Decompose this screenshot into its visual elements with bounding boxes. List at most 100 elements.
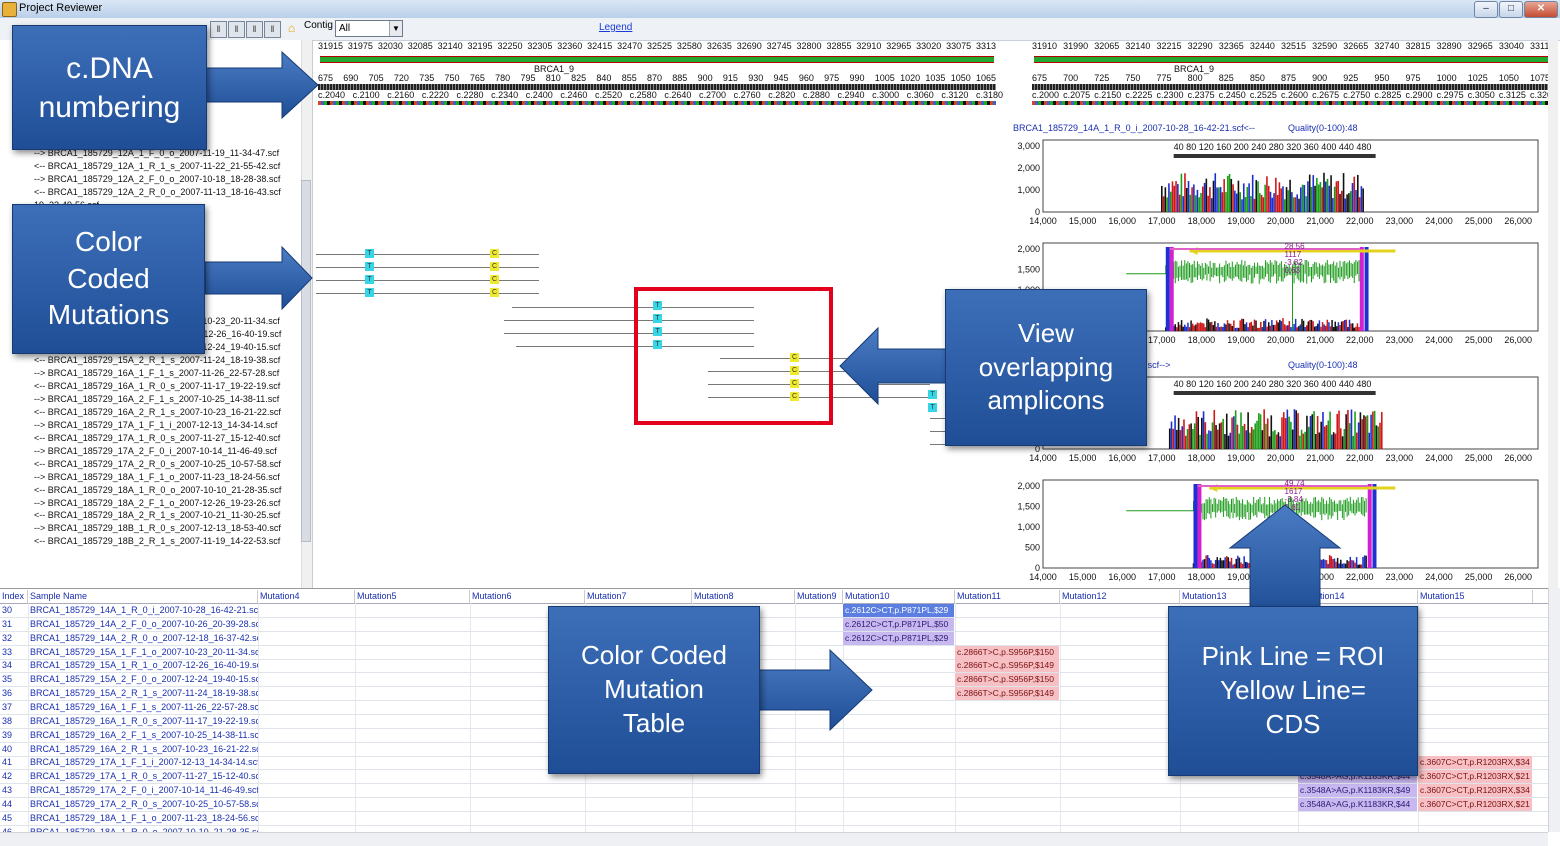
mutation-marker[interactable]: T bbox=[928, 390, 937, 399]
contig-select[interactable]: All ▼ bbox=[335, 20, 403, 37]
folder-icon[interactable]: ⌂ bbox=[287, 21, 296, 35]
column-header-mutation[interactable]: Mutation5 bbox=[355, 590, 470, 603]
column-header-mutation[interactable]: Mutation10 bbox=[843, 590, 955, 603]
mutation-cell[interactable]: c.2866T>C,p.S956P,$150 bbox=[955, 673, 1059, 687]
row-index[interactable]: 37 bbox=[2, 701, 13, 712]
mutation-marker[interactable]: T bbox=[928, 403, 937, 412]
row-sample-name[interactable]: BRCA1_185729_14A_1_R_0_i_2007-10-28_16-4… bbox=[30, 605, 258, 615]
mutation-marker[interactable]: C bbox=[790, 366, 799, 375]
file-list-item[interactable]: --> BRCA1_185729_17A_1_F_1_i_2007-12-13_… bbox=[34, 419, 278, 430]
column-header-sample[interactable]: Sample Name bbox=[28, 590, 258, 603]
mutation-cell[interactable]: c.3607C>CT,p.R1203RX,$34 bbox=[1418, 784, 1532, 798]
mutation-marker[interactable]: C bbox=[790, 353, 799, 362]
scrollbar-thumb[interactable] bbox=[301, 180, 311, 542]
file-list-scrollbar[interactable] bbox=[301, 40, 312, 588]
column-header-mutation[interactable]: Mutation12 bbox=[1060, 590, 1180, 603]
row-index[interactable]: 40 bbox=[2, 743, 13, 754]
file-list-item[interactable]: <-- BRCA1_185729_17A_2_R_0_s_2007-10-25_… bbox=[34, 458, 281, 469]
mutation-marker[interactable]: T bbox=[365, 262, 374, 271]
amplicon-line[interactable] bbox=[316, 267, 539, 268]
mutation-cell[interactable]: c.2866T>C,p.S956P,$149 bbox=[955, 687, 1059, 701]
row-sample-name[interactable]: BRCA1_185729_18A_1_R_0_o_2007-10-10_21-2… bbox=[28, 826, 258, 839]
row-index[interactable]: 45 bbox=[2, 812, 13, 823]
row-sample-name[interactable]: BRCA1_185729_17A_1_F_1_i_2007-12-13_14-3… bbox=[30, 757, 258, 768]
mutation-marker[interactable]: T bbox=[653, 327, 662, 336]
file-list-item[interactable]: <-- BRCA1_185729_18A_2_R_1_s_2007-10-21_… bbox=[34, 510, 281, 521]
row-index[interactable]: 34 bbox=[2, 660, 13, 671]
mutation-cell[interactable]: c.3607C>CT,p.R1203RX,$21 bbox=[1418, 770, 1532, 784]
amplicon-line[interactable] bbox=[504, 320, 754, 321]
tool-button-2[interactable]: ‖ bbox=[228, 21, 245, 38]
mutation-cell[interactable]: c.3607C>CT,p.R1203RX,$34 bbox=[1418, 756, 1532, 770]
file-list-item[interactable]: --> BRCA1_185729_16A_1_F_1_s_2007-11-26_… bbox=[34, 368, 280, 378]
mutation-marker[interactable]: T bbox=[653, 314, 662, 323]
row-sample-name[interactable]: BRCA1_185729_16A_1_R_0_s_2007-11-17_19-2… bbox=[30, 715, 258, 726]
amplicon-line[interactable] bbox=[708, 371, 930, 372]
mutation-cell[interactable]: c.2866T>C,p.S956P,$150 bbox=[955, 645, 1059, 659]
tool-button-3[interactable]: ‖ bbox=[246, 21, 263, 38]
column-header-mutation[interactable]: Mutation11 bbox=[955, 590, 1060, 603]
file-list-item[interactable]: <-- BRCA1_185729_17A_1_R_0_s_2007-11-27_… bbox=[34, 432, 281, 443]
column-header-mutation[interactable]: Mutation9 bbox=[795, 590, 843, 603]
chart-pane-scrollbar[interactable] bbox=[1548, 40, 1558, 588]
amplicon-line[interactable] bbox=[708, 384, 930, 385]
file-list-item[interactable]: <-- BRCA1_185729_16A_2_R_1_s_2007-10-23_… bbox=[34, 406, 281, 417]
file-list-item[interactable]: <-- BRCA1_185729_15A_2_R_1_s_2007-11-24_… bbox=[34, 355, 281, 366]
mutation-marker[interactable]: C bbox=[490, 288, 499, 297]
mutation-cell[interactable]: c.3548A>AG,p.K1183KR,$49 bbox=[1298, 784, 1417, 798]
mutation-marker[interactable]: C bbox=[490, 249, 499, 258]
column-header-mutation[interactable]: Mutation15 bbox=[1418, 590, 1533, 603]
row-sample-name[interactable]: BRCA1_185729_17A_2_R_0_s_2007-10-25_10-5… bbox=[30, 798, 258, 809]
file-list-item[interactable]: --> BRCA1_185729_18A_2_F_1_o_2007-12-26_… bbox=[34, 497, 281, 508]
row-index[interactable]: 35 bbox=[2, 674, 13, 685]
row-index[interactable]: 39 bbox=[2, 729, 13, 740]
row-index[interactable]: 41 bbox=[2, 757, 13, 768]
mutation-marker[interactable]: T bbox=[365, 275, 374, 284]
mutation-cell[interactable]: c.2612C>CT,p.P871PL,$29 bbox=[843, 631, 954, 645]
amplicon-line[interactable] bbox=[316, 293, 539, 294]
row-index[interactable]: 32 bbox=[2, 632, 13, 643]
row-sample-name[interactable]: BRCA1_185729_15A_1_R_1_o_2007-12-26_16-4… bbox=[30, 660, 258, 671]
column-header-mutation[interactable]: Mutation6 bbox=[470, 590, 585, 603]
row-sample-name[interactable]: BRCA1_185729_16A_2_F_1_s_2007-10-25_14-3… bbox=[30, 729, 258, 740]
mutation-marker[interactable]: C bbox=[790, 392, 799, 401]
amplicon-line[interactable] bbox=[720, 358, 930, 359]
row-index[interactable]: 42 bbox=[2, 771, 13, 782]
row-sample-name[interactable]: BRCA1_185729_15A_2_F_0_o_2007-12-24_19-4… bbox=[30, 674, 258, 685]
file-list-item[interactable]: <-- BRCA1_185729_12A_1_R_1_s_2007-11-22_… bbox=[34, 160, 281, 171]
row-index[interactable]: 43 bbox=[2, 785, 13, 796]
amplicon-line[interactable] bbox=[708, 397, 930, 398]
table-vertical-scrollbar[interactable] bbox=[1548, 588, 1560, 832]
row-index[interactable]: 44 bbox=[2, 798, 13, 809]
mutation-cell[interactable]: c.2612C>CT,p.P871PL,$29 bbox=[843, 604, 954, 617]
file-list-item[interactable]: --> BRCA1_185729_12A_1_F_0_o_2007-11-19_… bbox=[34, 147, 280, 158]
close-button[interactable]: ✕ bbox=[1524, 1, 1558, 18]
file-list-item[interactable]: <-- BRCA1_185729_18B_2_R_1_s_2007-11-19_… bbox=[34, 536, 281, 547]
row-sample-name[interactable]: BRCA1_185729_15A_1_F_1_o_2007-10-23_20-1… bbox=[30, 646, 258, 657]
row-sample-name[interactable]: BRCA1_185729_17A_2_F_0_i_2007-10-14_11-4… bbox=[30, 785, 258, 796]
legend-link[interactable]: Legend bbox=[599, 22, 633, 33]
mutation-marker[interactable]: T bbox=[653, 340, 662, 349]
maximize-button[interactable]: □ bbox=[1499, 1, 1523, 18]
mutation-cell[interactable]: c.3607C>CT,p.R1203RX,$21 bbox=[1418, 797, 1532, 811]
mutation-marker[interactable]: C bbox=[490, 262, 499, 271]
row-index[interactable]: 46 bbox=[0, 826, 28, 839]
mutation-cell[interactable]: c.3548A>AG,p.K1183KR,$44 bbox=[1298, 797, 1417, 811]
row-sample-name[interactable]: BRCA1_185729_14A_2_R_0_o_2007-12-18_16-3… bbox=[30, 632, 258, 643]
mutation-cell[interactable]: c.2866T>C,p.S956P,$149 bbox=[955, 659, 1059, 673]
file-list-item[interactable]: --> BRCA1_185729_18A_1_F_1_o_2007-11-23_… bbox=[34, 471, 280, 482]
file-list-item[interactable]: --> BRCA1_185729_12A_2_F_0_o_2007-10-18_… bbox=[34, 173, 281, 184]
mutation-marker[interactable]: T bbox=[653, 301, 662, 310]
column-header-index[interactable]: Index bbox=[0, 590, 28, 603]
row-sample-name[interactable]: BRCA1_185729_14A_2_F_0_o_2007-10-26_20-3… bbox=[30, 618, 258, 629]
file-list-item[interactable]: <-- BRCA1_185729_16A_1_R_0_s_2007-11-17_… bbox=[34, 380, 281, 391]
row-sample-name[interactable]: BRCA1_185729_16A_1_F_1_s_2007-11-26_22-5… bbox=[30, 701, 258, 712]
amplicon-line[interactable] bbox=[316, 254, 539, 255]
column-header-mutation[interactable]: Mutation14 bbox=[1298, 590, 1418, 603]
row-index[interactable]: 31 bbox=[2, 618, 13, 629]
file-list-item[interactable]: --> BRCA1_185729_18B_1_R_0_s_2007-12-13_… bbox=[34, 523, 281, 534]
tool-button-4[interactable]: ‖ bbox=[264, 21, 281, 38]
file-list-item[interactable]: --> BRCA1_185729_17A_2_F_0_i_2007-10-14_… bbox=[34, 445, 277, 456]
minimize-button[interactable]: – bbox=[1474, 1, 1498, 18]
column-header-mutation[interactable]: Mutation13 bbox=[1180, 590, 1298, 603]
